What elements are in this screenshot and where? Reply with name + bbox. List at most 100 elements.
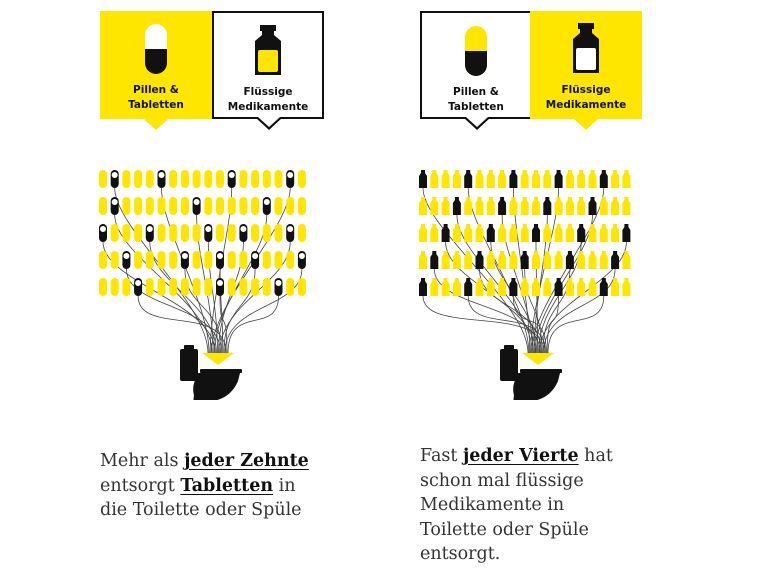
pill-icon-highlighted [227, 170, 236, 188]
pill-icon-highlighted [192, 197, 201, 215]
pill-icon [227, 224, 236, 242]
bottle-icon [253, 23, 283, 77]
pill-icon [99, 170, 107, 188]
pill-icon [262, 278, 271, 296]
pill-icon [286, 278, 295, 296]
bottle-icon [532, 170, 540, 188]
pill-icon-highlighted [262, 197, 271, 215]
bottle-icon [622, 251, 631, 269]
pill-icon [110, 278, 119, 296]
pill-icon [204, 170, 213, 188]
pill-icon [274, 197, 283, 215]
tab-liquids-label-2: Medikamente [227, 101, 309, 113]
tab-pills[interactable]: Pillen & Tabletten [420, 11, 532, 130]
pill-icon [157, 278, 166, 296]
pill-icon-highlighted [297, 251, 306, 269]
pill-icon [180, 278, 189, 296]
bottle-icon [565, 278, 574, 296]
pill-icon [227, 251, 236, 269]
bottle-icon [577, 251, 586, 269]
bottle-icon [419, 251, 427, 269]
tab-pills-label-2: Tabletten [128, 99, 184, 111]
bottle-icon [554, 251, 563, 269]
bottle-icon [554, 224, 563, 242]
bottle-icon [498, 278, 507, 296]
bottle-icon-highlighted [475, 251, 484, 269]
caption-highlight: jeder Zehnte [184, 451, 309, 471]
bottle-icon [577, 170, 586, 188]
bottle-icon [599, 224, 608, 242]
bottle-icon [430, 170, 439, 188]
bottle-icon-highlighted [588, 197, 597, 215]
pill-icon-highlighted [286, 170, 295, 188]
bottle-icon [611, 224, 620, 242]
bottle-icon [452, 251, 461, 269]
bottle-icon [486, 170, 495, 188]
bottle-icon [509, 197, 518, 215]
bottle-icon [577, 278, 586, 296]
liquids-caption: Fast jeder Vierte hat schon mal flüssige… [420, 446, 613, 564]
pill-icon-highlighted [99, 224, 107, 242]
bottle-icon [532, 197, 540, 215]
bottle-icon [452, 278, 461, 296]
bottle-icon-highlighted [419, 278, 427, 296]
bottle-icon [588, 170, 597, 188]
bottle-icon [509, 251, 518, 269]
pill-icon [251, 224, 260, 242]
pill-icon [122, 224, 131, 242]
pill-icon-highlighted [216, 278, 224, 296]
caption-highlight: Tabletten [180, 475, 274, 496]
pill-icon [134, 197, 143, 215]
bottle-icon [543, 251, 552, 269]
pill-icon [145, 170, 154, 188]
pill-icon-highlighted [122, 251, 131, 269]
bottle-icon-highlighted [577, 224, 586, 242]
bottle-icon-highlighted [599, 170, 608, 188]
pill-icon [99, 251, 107, 269]
pill-icon-highlighted [286, 224, 295, 242]
bottle-icon [498, 224, 507, 242]
bottle-icon [486, 197, 495, 215]
bottle-icon-highlighted [486, 224, 495, 242]
bottle-icon [430, 197, 439, 215]
pill-icon [192, 224, 201, 242]
bottle-icon [543, 224, 552, 242]
pills-caption: Mehr als jeder Zehnte entsorgt Tabletten… [100, 451, 309, 520]
bottle-icon-highlighted [554, 170, 563, 188]
bottle-icon-highlighted [464, 170, 473, 188]
bottle-icon [577, 197, 586, 215]
bottle-icon [588, 224, 597, 242]
pill-icon [110, 224, 119, 242]
bottle-icon [464, 251, 473, 269]
tab-liquids[interactable]: Flüssige Medikamente [212, 11, 324, 130]
bottle-icon [419, 224, 427, 242]
pill-icon [274, 251, 283, 269]
tab-pills[interactable]: Pillen & Tabletten [100, 11, 212, 130]
pill-icon [216, 170, 224, 188]
bottle-icon-highlighted [565, 251, 574, 269]
bottle-icon-highlighted [543, 197, 552, 215]
pill-icon [251, 278, 260, 296]
toilet-icon [500, 345, 562, 400]
bottle-icon [520, 197, 529, 215]
pill-icon [180, 197, 189, 215]
pill-icon-highlighted [134, 278, 143, 296]
pill-icon-highlighted [239, 224, 248, 242]
bottle-icon-highlighted [509, 170, 518, 188]
bottle-icon-highlighted [452, 197, 461, 215]
bottle-icon [622, 278, 631, 296]
bottle-icon-highlighted [599, 278, 608, 296]
tab-liquids[interactable]: Flüssige Medikamente [530, 11, 642, 130]
bottle-icon [441, 278, 450, 296]
pills-diagram [99, 170, 306, 400]
pill-icon [251, 170, 260, 188]
pill-icon [227, 278, 236, 296]
pill-icon [286, 251, 295, 269]
pill-icon [274, 170, 283, 188]
pill-icon [99, 278, 107, 296]
bottle-icon [532, 251, 540, 269]
pill-icon [464, 23, 488, 77]
pill-icon [192, 170, 201, 188]
bottle-icon-highlighted [611, 251, 620, 269]
bottle-icon [475, 197, 484, 215]
